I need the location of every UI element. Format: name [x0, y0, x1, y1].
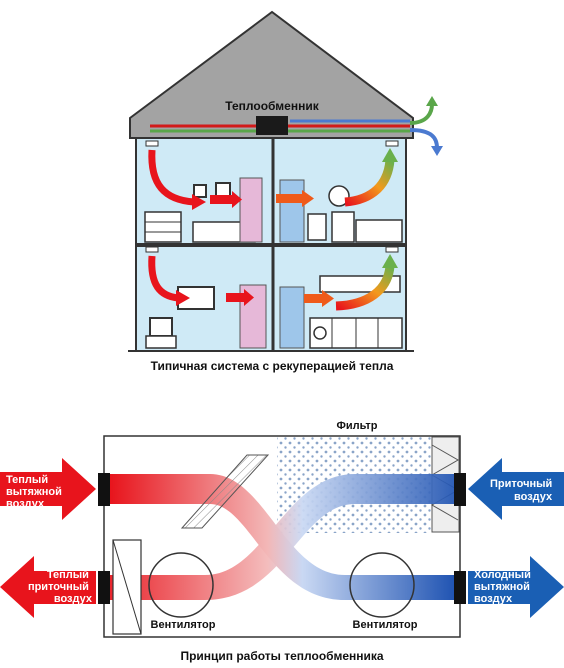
airflow-arrowhead [192, 194, 206, 210]
outdoor-arrow-green-head [426, 96, 438, 106]
fan-left [148, 552, 214, 618]
airflow-red-mid-lower [226, 293, 244, 302]
house-caption: Типичная система с рекуперацией тепла [151, 359, 394, 373]
dresser [144, 211, 182, 243]
door-blue [279, 179, 305, 243]
airflow-red-upper-left [148, 149, 195, 206]
mirror [328, 185, 350, 207]
outdoor-arrow-green [409, 103, 434, 125]
airflow-red-mid-upper [210, 195, 232, 204]
door-pink [239, 177, 263, 243]
fan-right-label: Вентилятор [353, 619, 418, 631]
airflow-red-lower-left [148, 255, 179, 302]
tv [149, 317, 173, 337]
heat-exchanger-label: Теплообменник [225, 99, 319, 113]
washer-door [313, 326, 327, 340]
sink [331, 211, 355, 243]
airflow-arrowhead [322, 290, 334, 307]
filter-label: Фильтр [336, 420, 377, 432]
exchanger-plate-left [180, 454, 270, 529]
house-illustration: Теплообменник Типичная система с рекупер… [128, 10, 443, 373]
airflow-red-right-upper [276, 194, 304, 203]
label-warm-supply: Теплый приточный воздух [28, 569, 93, 605]
vent [145, 246, 159, 253]
door-blue [279, 286, 305, 349]
roof [129, 10, 414, 139]
port-cap [98, 473, 110, 506]
airflow-arrowhead [176, 290, 190, 306]
exchanger-caption: Принцип работы теплообменника [180, 649, 383, 663]
label-supply: Приточный воздух [490, 478, 555, 503]
airflow-arrowhead [244, 289, 254, 306]
label-warm-exhaust: Теплый вытяжной воздух [6, 474, 65, 510]
fan-left-label: Вентилятор [151, 619, 216, 631]
airflow-red-right-lower [304, 294, 324, 303]
label-cold-exhaust: Холодный вытяжной воздух [474, 569, 534, 605]
outdoor-arrow-blue-head [431, 146, 443, 156]
airflow-curve-lower-right [335, 265, 395, 311]
bathtub [355, 219, 403, 243]
airflow-arrowhead [382, 254, 398, 268]
port-cap [98, 571, 110, 604]
picture-frame [215, 182, 231, 198]
flow-cold-to-warm [110, 474, 460, 600]
airflow-arrowhead [382, 148, 398, 162]
vent [385, 246, 399, 253]
fan-right [349, 552, 415, 618]
airflow-arrowhead [232, 191, 242, 208]
arrow-cold-exhaust [468, 556, 564, 618]
picture-frame [193, 184, 207, 198]
vent [145, 140, 159, 147]
heat-exchanger-box [256, 116, 288, 135]
bathroom-upper-right [279, 179, 403, 243]
port-cap [454, 571, 466, 604]
vent [385, 140, 399, 147]
tv-stand [145, 335, 177, 349]
toilet [307, 213, 327, 241]
bedroom-upper-left [144, 177, 263, 243]
heat-exchanger-diagram: Теплый вытяжной воздух Теплый приточный … [0, 420, 564, 663]
arrow-warm-supply [0, 556, 96, 618]
port-cap [454, 473, 466, 506]
arrow-warm-exhaust [0, 458, 96, 520]
arrow-supply [468, 458, 564, 520]
outdoor-arrow-blue [409, 128, 439, 149]
bypass-line [112, 539, 142, 635]
airflow-arrowhead [302, 190, 314, 207]
airflow-curve-upper-right [344, 159, 395, 207]
